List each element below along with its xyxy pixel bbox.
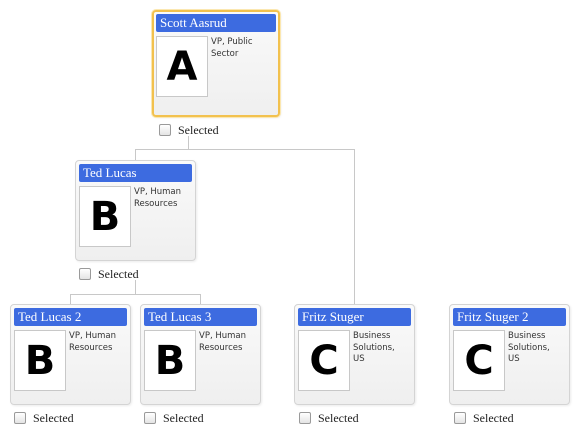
node-name: Ted Lucas 2	[14, 308, 127, 326]
select-row-scott: Selected	[159, 123, 219, 137]
org-node-fritz-stuger-2[interactable]: Fritz Stuger 2 C Business Solutions, US	[449, 304, 570, 405]
connector-to-fritz	[354, 149, 355, 304]
select-row-ted3: Selected	[144, 411, 204, 425]
node-name: Ted Lucas	[79, 164, 192, 182]
node-title: VP, Human Resources	[134, 187, 181, 209]
selected-label: Selected	[473, 410, 514, 425]
node-title: Business Solutions, US	[508, 331, 550, 364]
avatar-placeholder: B	[79, 186, 131, 247]
org-node-ted-lucas-3[interactable]: Ted Lucas 3 B VP, Human Resources	[140, 304, 261, 405]
selected-label: Selected	[163, 410, 204, 425]
node-title: VP, Public Sector	[211, 37, 253, 59]
selected-checkbox[interactable]	[144, 412, 156, 424]
avatar-placeholder: C	[453, 330, 505, 391]
node-name: Ted Lucas 3	[144, 308, 257, 326]
selected-checkbox[interactable]	[14, 412, 26, 424]
select-row-ted2: Selected	[14, 411, 74, 425]
select-row-fritz2: Selected	[454, 411, 514, 425]
connector-to-ted2	[70, 294, 71, 304]
selected-checkbox[interactable]	[299, 412, 311, 424]
selected-label: Selected	[178, 122, 219, 137]
node-title: VP, Human Resources	[199, 331, 246, 353]
avatar-placeholder: C	[298, 330, 350, 391]
connector-scott-down	[188, 136, 189, 149]
selected-checkbox[interactable]	[454, 412, 466, 424]
connector-ted-down	[135, 280, 136, 294]
selected-checkbox[interactable]	[79, 268, 91, 280]
connector-to-ted3	[200, 294, 201, 304]
node-name: Fritz Stuger 2	[453, 308, 566, 326]
org-node-ted-lucas-2[interactable]: Ted Lucas 2 B VP, Human Resources	[10, 304, 131, 405]
node-title: VP, Human Resources	[69, 331, 116, 353]
connector-to-ted	[135, 149, 136, 160]
select-row-fritz: Selected	[299, 411, 359, 425]
node-name: Fritz Stuger	[298, 308, 411, 326]
avatar-placeholder: B	[14, 330, 66, 391]
org-node-scott-aasrud[interactable]: Scott Aasrud A VP, Public Sector	[152, 10, 280, 117]
connector-level1-horizontal	[135, 149, 355, 150]
avatar-placeholder: B	[144, 330, 196, 391]
selected-checkbox[interactable]	[159, 124, 171, 136]
selected-label: Selected	[33, 410, 74, 425]
select-row-ted: Selected	[79, 267, 139, 281]
connector-level2-horizontal	[70, 294, 201, 295]
org-node-fritz-stuger[interactable]: Fritz Stuger C Business Solutions, US	[294, 304, 415, 405]
selected-label: Selected	[98, 266, 139, 281]
node-title: Business Solutions, US	[353, 331, 395, 364]
avatar-placeholder: A	[156, 36, 208, 97]
node-name: Scott Aasrud	[156, 14, 276, 32]
org-node-ted-lucas[interactable]: Ted Lucas B VP, Human Resources	[75, 160, 196, 261]
selected-label: Selected	[318, 410, 359, 425]
